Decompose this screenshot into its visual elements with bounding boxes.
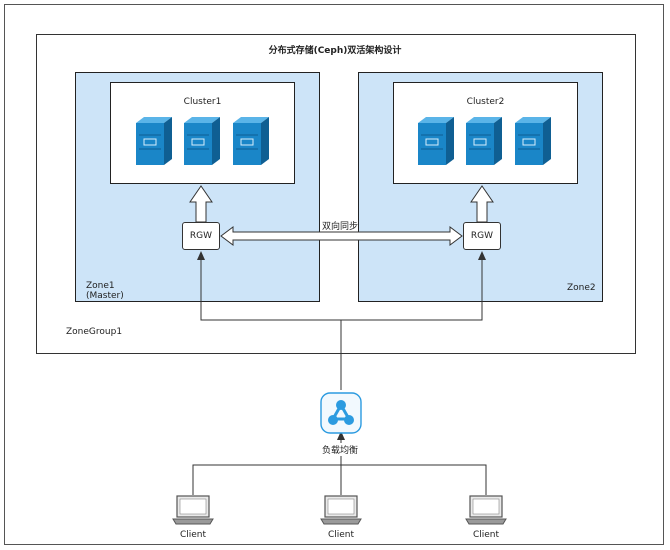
client-label: Client [472, 530, 500, 540]
load-balancer-label: 负载均衡 [321, 443, 360, 456]
zone1-master-label: (Master) [86, 291, 124, 301]
rgw-node-zone2: RGW [463, 222, 501, 250]
server-icon [233, 117, 269, 165]
diagram-title: 分布式存储(Ceph)双活架构设计 [268, 46, 402, 56]
zone1-label: Zone1 [86, 281, 115, 291]
laptop-icon [465, 495, 507, 525]
laptop-icon [320, 495, 362, 525]
zone2-label: Zone2 [567, 283, 596, 293]
cluster2-label: Cluster2 [466, 97, 505, 107]
lb-to-rgw-lines [200, 253, 483, 321]
rgw2-to-cluster2-arrow [470, 185, 494, 223]
client-label: Client [179, 530, 207, 540]
sync-label: 双向同步 [322, 222, 359, 232]
zonegroup-label: ZoneGroup1 [66, 327, 123, 337]
load-balancer-icon [320, 392, 362, 434]
cluster1-label: Cluster1 [183, 97, 222, 107]
rgw1-to-cluster1-arrow [189, 185, 213, 223]
client-label: Client [327, 530, 355, 540]
server-icon [515, 117, 551, 165]
clients-to-lb-lines [192, 464, 487, 495]
server-icon [184, 117, 220, 165]
bidirectional-sync-arrow [220, 226, 463, 246]
laptop-icon [172, 495, 214, 525]
server-icon [466, 117, 502, 165]
server-icon [418, 117, 454, 165]
server-icon [136, 117, 172, 165]
rgw-node-zone1: RGW [182, 222, 220, 250]
